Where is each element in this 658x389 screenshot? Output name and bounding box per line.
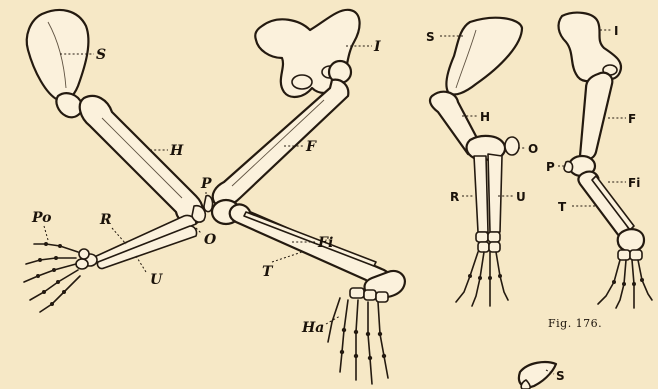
middle-femur	[213, 80, 349, 207]
bottom-fragment: S	[519, 362, 565, 389]
right-fore-digits	[456, 252, 508, 306]
right-forelimb: S H O R U	[426, 18, 538, 306]
label-middle-fibula: Fi	[317, 235, 333, 251]
right-radius	[474, 156, 488, 232]
label-left-scapula: S	[96, 47, 106, 63]
label-left-ulna: U	[150, 272, 163, 288]
label-middle-tibia: T	[262, 264, 274, 280]
label-right-scapula: S	[426, 30, 435, 44]
right-ulna	[488, 154, 502, 232]
left-carpals	[76, 249, 97, 269]
right-patella	[564, 161, 573, 172]
middle-fibula	[244, 212, 376, 266]
label-middle-femur: F	[305, 139, 317, 155]
middle-patella	[204, 196, 213, 212]
right-hind-digits	[598, 260, 652, 308]
label-left-radius: R	[99, 212, 112, 228]
middle-pes-digits	[328, 298, 388, 384]
label-right-femur: F	[628, 112, 636, 126]
right-fore-carpals	[476, 232, 500, 252]
figure-caption: Fig. 176.	[548, 317, 602, 330]
label-right-ilium: I	[614, 24, 618, 38]
label-right-humerus: H	[480, 110, 490, 124]
label-middle-patella: P	[200, 176, 212, 192]
left-forelimb: S H R U O Po	[24, 10, 217, 312]
label-right-tibia: T	[558, 200, 567, 214]
label-middle-ilium: I	[373, 39, 381, 55]
left-scapula	[27, 10, 89, 101]
label-right-ulna: U	[516, 190, 526, 204]
label-right-fibula: Fi	[628, 176, 640, 190]
label-left-humerus: H	[169, 143, 184, 159]
label-right-radius: R	[450, 190, 459, 204]
label-middle-hallux: Ha	[301, 320, 324, 336]
label-fragment-scapula: S	[556, 369, 565, 383]
label-right-patella: P	[546, 160, 555, 174]
left-shoulder-joint	[56, 93, 82, 117]
label-right-olecranon: O	[528, 142, 538, 156]
left-manus-digits	[24, 242, 80, 312]
left-humerus	[80, 96, 203, 224]
middle-hindlimb: I F P Fi T Ha	[200, 10, 405, 384]
right-hindlimb: I F P Fi T	[546, 13, 652, 308]
right-femur	[580, 73, 612, 160]
label-left-olecranon: O	[204, 232, 217, 248]
right-hind-tarsals	[618, 250, 642, 260]
label-left-pollex: Po	[31, 210, 52, 226]
